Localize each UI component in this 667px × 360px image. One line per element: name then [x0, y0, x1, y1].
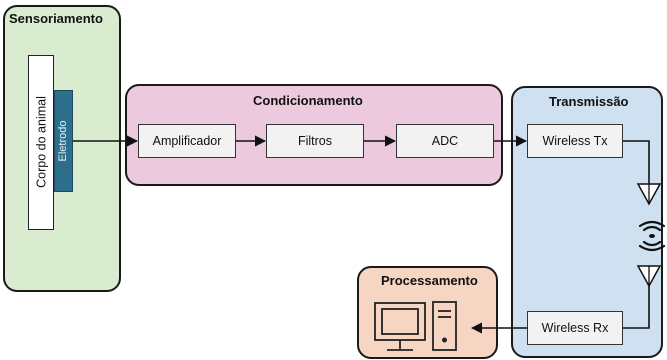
- processing-panel: Processamento: [357, 266, 498, 359]
- animal-body: Corpo do animal: [28, 55, 54, 230]
- wireless-rx-block: Wireless Rx: [527, 311, 623, 345]
- tx-antenna-icon: [636, 183, 662, 206]
- computer-tower-icon: [432, 301, 457, 351]
- rx-antenna-icon: [636, 265, 662, 288]
- sensing-panel: Sensoriamento: [3, 5, 121, 292]
- monitor-icon: [374, 302, 426, 351]
- sensing-title: Sensoriamento: [9, 11, 103, 26]
- amplifier-block: Amplificador: [138, 124, 236, 158]
- wireless-signal-icon: [638, 220, 666, 252]
- wireless-tx-block: Wireless Tx: [527, 124, 623, 158]
- conditioning-title: Condicionamento: [253, 93, 363, 108]
- adc-block: ADC: [396, 124, 494, 158]
- electrode: Eletrodo: [54, 90, 73, 192]
- wire-tx-to-antenna: [623, 140, 650, 184]
- filters-block: Filtros: [266, 124, 364, 158]
- processing-title: Processamento: [381, 273, 478, 288]
- wire-antenna-to-rx: [623, 286, 650, 329]
- transmission-title: Transmissão: [549, 94, 629, 109]
